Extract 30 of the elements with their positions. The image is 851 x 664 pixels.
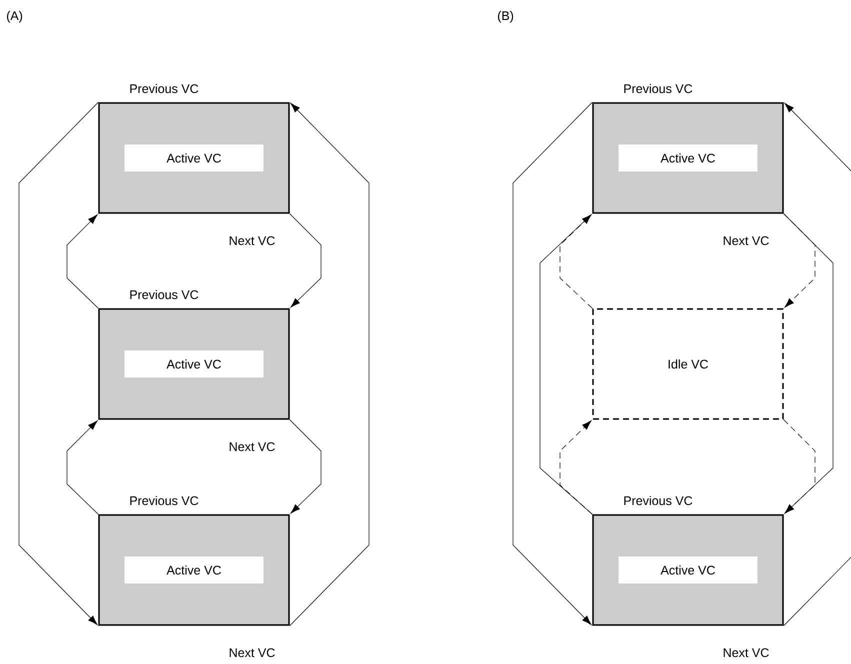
panel-label: (B) [498,10,514,23]
arrow [783,213,816,308]
arrow [783,102,851,626]
panel-label: (A) [6,10,22,23]
arrow [289,419,322,514]
arrow [66,214,99,309]
text-patch: Active VC [618,556,758,584]
box-heading: Previous VC [130,496,198,506]
box-caption: Next VC [724,648,769,658]
text-patch: Active VC [124,556,264,584]
box-caption: Next VC [724,236,769,246]
arrow [560,214,593,309]
box-caption: Next VC [230,236,275,246]
text-patch: Active VC [124,144,264,172]
arrow [289,213,322,308]
dashed-box: Idle VC [592,308,784,420]
arrow [783,419,816,514]
text-patch: Active VC [124,350,264,378]
box-caption: Next VC [230,648,275,658]
arrow [18,102,99,626]
text-patch: Active VC [618,144,758,172]
arrow [289,102,370,626]
box-caption: Next VC [230,442,275,452]
box-heading: Previous VC [130,290,198,300]
arrow [560,420,593,515]
arrow [66,420,99,515]
arrow [512,102,593,626]
box-heading: Previous VC [624,496,692,506]
box-heading: Previous VC [624,84,692,94]
box-heading: Previous VC [130,84,198,94]
